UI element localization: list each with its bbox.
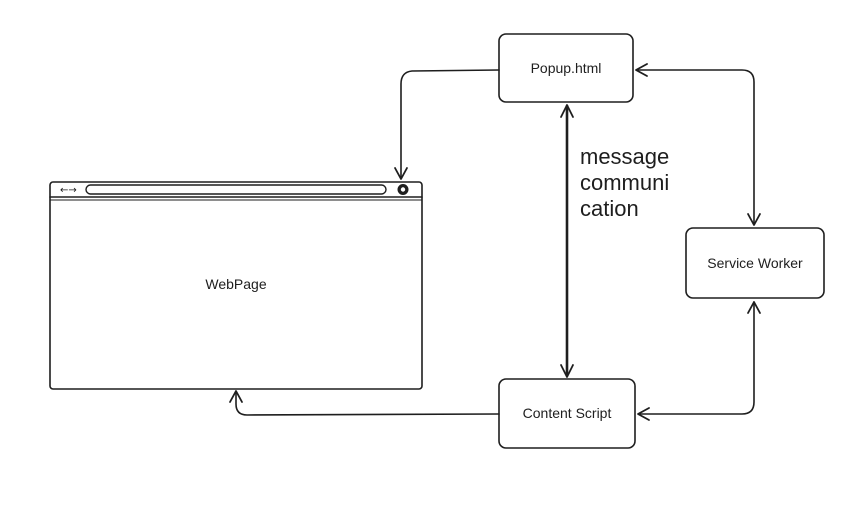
popup-node[interactable]: Popup.html: [498, 33, 634, 103]
browser-address-bar[interactable]: [85, 184, 387, 195]
edge-content-script-to-webpage-arrowhead: [229, 390, 243, 403]
annotation-line-2: communi: [580, 170, 669, 195]
edge-popup-service-worker-arrowhead-left: [635, 63, 648, 77]
edge-service-worker-content-script: [637, 301, 761, 421]
browser-nav-arrows-icon[interactable]: ←→: [60, 185, 77, 196]
edge-popup-service-worker: [635, 63, 761, 226]
popup-label: Popup.html: [531, 60, 602, 76]
browser-window-frame: [49, 181, 423, 390]
edge-popup-service-worker-arrowhead-down: [747, 213, 761, 226]
content-script-node[interactable]: Content Script: [498, 378, 636, 449]
service-worker-box: [685, 227, 825, 299]
edge-content-script-to-webpage: [229, 390, 500, 416]
content-script-label: Content Script: [523, 405, 612, 421]
edge-service-worker-content-script-arrowhead-left: [637, 407, 650, 421]
annotation-line-3: cation: [580, 196, 639, 221]
browser-reload-icon-inner: [400, 187, 406, 192]
edge-popup-service-worker-line: [636, 69, 755, 225]
service-worker-label: Service Worker: [707, 255, 803, 271]
edge-service-worker-content-script-line: [638, 301, 755, 415]
annotation-line-1: message: [580, 144, 669, 169]
edge-content-script-to-webpage-line: [235, 391, 500, 416]
edge-popup-to-webpage: [394, 69, 500, 180]
webpage-label: WebPage: [205, 276, 266, 292]
edge-popup-to-webpage-arrowhead: [394, 167, 408, 180]
edge-service-worker-content-script-arrowhead-up: [747, 301, 761, 314]
edge-popup-content-script-arrowhead-top: [560, 104, 574, 118]
message-communication-annotation: message communi cation: [580, 144, 669, 221]
edge-popup-to-webpage-line: [400, 69, 500, 179]
service-worker-node[interactable]: Service Worker: [685, 227, 825, 299]
webpage-node[interactable]: ←→ WebPage: [49, 181, 423, 390]
edge-popup-content-script-arrowhead-bottom: [560, 364, 574, 378]
edge-popup-content-script: [560, 104, 574, 378]
popup-box: [498, 33, 634, 103]
